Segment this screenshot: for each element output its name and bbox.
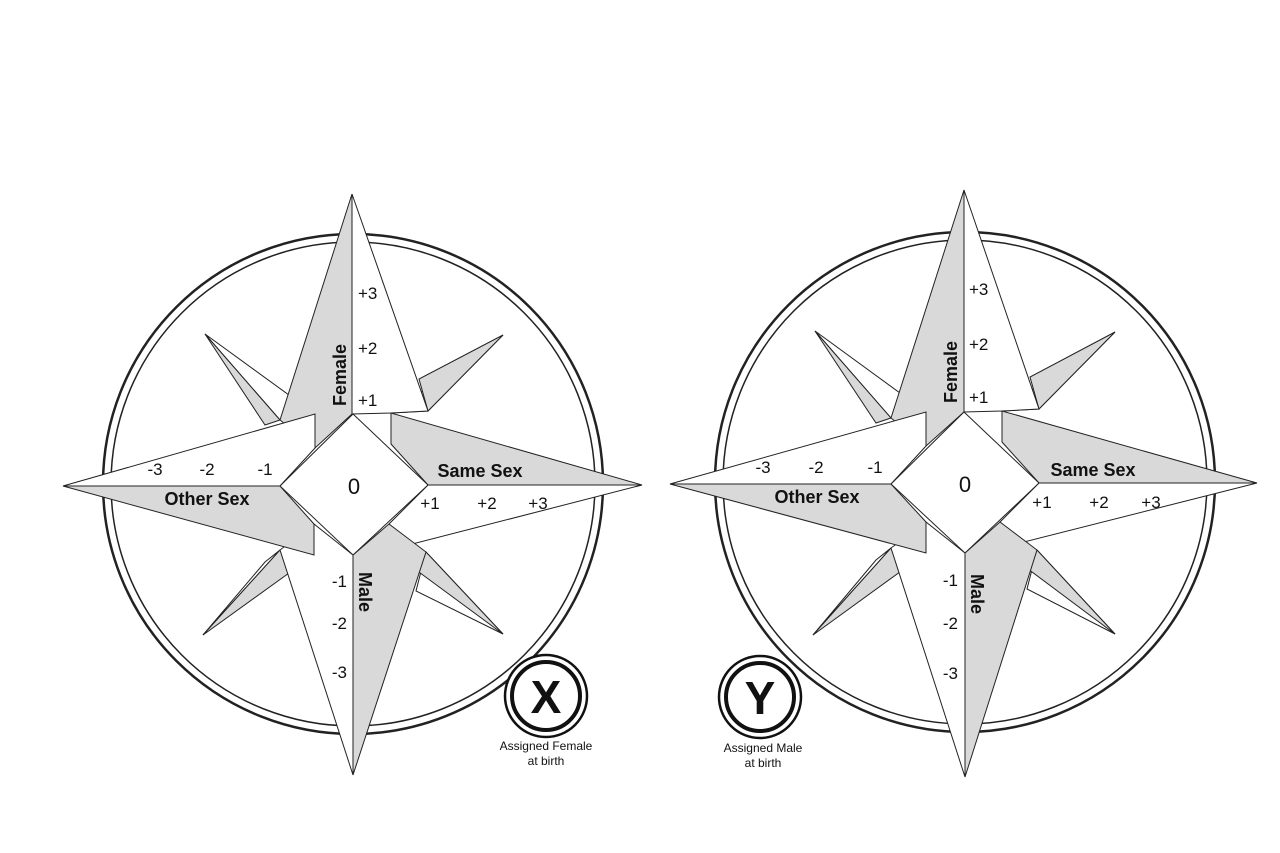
compass-y-tick-right-2: +2 [1089, 493, 1108, 512]
compass-x-badge-letter: X [531, 671, 562, 723]
compass-x-main-points [62, 193, 643, 776]
compass-x-tick-left-2: -2 [199, 460, 214, 479]
compass-x-tick-left-3: -3 [147, 460, 162, 479]
compass-y: 0 Female Male Other Sex Same Sex +1 +2 +… [669, 189, 1258, 778]
compass-y-main-points [669, 189, 1258, 778]
compass-x-tick-right-1: +1 [420, 494, 439, 513]
compass-x-tick-down-1: -1 [332, 572, 347, 591]
compass-y-female-label: Female [941, 341, 961, 403]
compass-y-tick-right-1: +1 [1032, 493, 1051, 512]
compass-y-tick-left-2: -2 [808, 458, 823, 477]
compass-x-center [279, 413, 429, 556]
compass-y-badge-letter: Y [745, 672, 776, 724]
compass-x-tick-up-2: +2 [358, 339, 377, 358]
compass-x-other-sex-label: Other Sex [164, 489, 249, 509]
compass-y-tick-down-2: -2 [943, 614, 958, 633]
compass-x-tick-right-3: +3 [528, 494, 547, 513]
compass-y-tick-down-1: -1 [943, 571, 958, 590]
compass-x-diagonal-points [202, 333, 504, 636]
compass-x-tick-right-2: +2 [477, 494, 496, 513]
compass-x-tick-up-3: +3 [358, 284, 377, 303]
compass-x-badge-caption-line2: at birth [528, 754, 565, 768]
compass-y-center [890, 411, 1040, 554]
compass-x-badge-caption-line1: Assigned Female [500, 739, 593, 753]
compass-y-badge-caption-line2: at birth [745, 756, 782, 770]
compass-x-center-label: 0 [348, 474, 360, 499]
compass-y-badge-caption-line1: Assigned Male [724, 741, 803, 755]
compass-y-tick-down-3: -3 [943, 664, 958, 683]
compass-x-tick-down-3: -3 [332, 663, 347, 682]
compass-y-tick-up-2: +2 [969, 335, 988, 354]
compass-x-same-sex-label: Same Sex [437, 461, 522, 481]
compass-x-female-label: Female [330, 344, 350, 406]
compass-x-tick-down-2: -2 [332, 614, 347, 633]
compass-y-tick-left-3: -3 [755, 458, 770, 477]
compass-x-badge: X Assigned Female at birth [500, 653, 593, 768]
compass-y-tick-right-3: +3 [1141, 493, 1160, 512]
compass-y-center-label: 0 [959, 472, 971, 497]
compass-x: 0 Female Male Other Sex Same Sex +1 +2 +… [62, 193, 643, 776]
compass-x-tick-up-1: +1 [358, 391, 377, 410]
compass-y-same-sex-label: Same Sex [1050, 460, 1135, 480]
compass-y-badge: Y Assigned Male at birth [717, 654, 803, 770]
compass-x-tick-left-1: -1 [257, 460, 272, 479]
compass-x-male-label: Male [355, 572, 375, 612]
compass-y-tick-up-1: +1 [969, 388, 988, 407]
compass-y-tick-up-3: +3 [969, 280, 988, 299]
compass-y-male-label: Male [967, 574, 987, 614]
compass-y-tick-left-1: -1 [867, 458, 882, 477]
compass-y-other-sex-label: Other Sex [774, 487, 859, 507]
